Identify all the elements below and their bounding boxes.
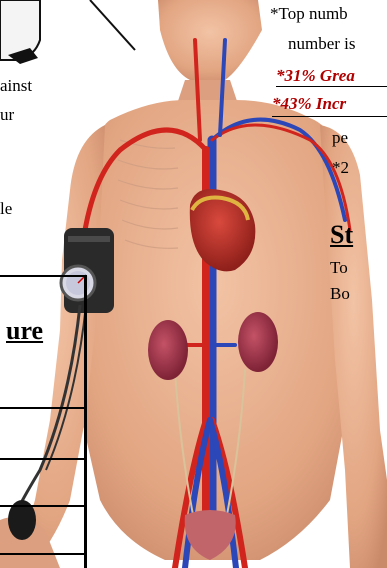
section-title: St bbox=[330, 220, 353, 250]
stat-underline bbox=[272, 116, 387, 117]
right-text-line-9: Bo bbox=[330, 284, 350, 304]
right-text-line-2: number is bbox=[288, 34, 356, 54]
stat-line-1: *31% Grea bbox=[276, 66, 355, 86]
cartoon-figure-icon bbox=[0, 0, 135, 64]
kidney-icon bbox=[148, 320, 188, 380]
stat-line-2: *43% Incr bbox=[272, 94, 346, 114]
right-text-line-5: pe bbox=[332, 128, 348, 148]
table-row-line bbox=[0, 407, 86, 409]
left-text-line-2: ur bbox=[0, 105, 14, 125]
table-row-line bbox=[0, 553, 86, 555]
left-text-line-3: le bbox=[0, 199, 12, 219]
table-row-line bbox=[0, 505, 86, 507]
right-text-line-6: *2 bbox=[332, 158, 349, 178]
right-text-line-8: To bbox=[330, 258, 348, 278]
right-text-line-1: *Top numb bbox=[270, 4, 348, 24]
stat-underline bbox=[276, 86, 387, 87]
table-header: ure bbox=[6, 316, 43, 346]
left-text-line-1: ainst bbox=[0, 76, 32, 96]
table-row-line bbox=[0, 458, 86, 460]
